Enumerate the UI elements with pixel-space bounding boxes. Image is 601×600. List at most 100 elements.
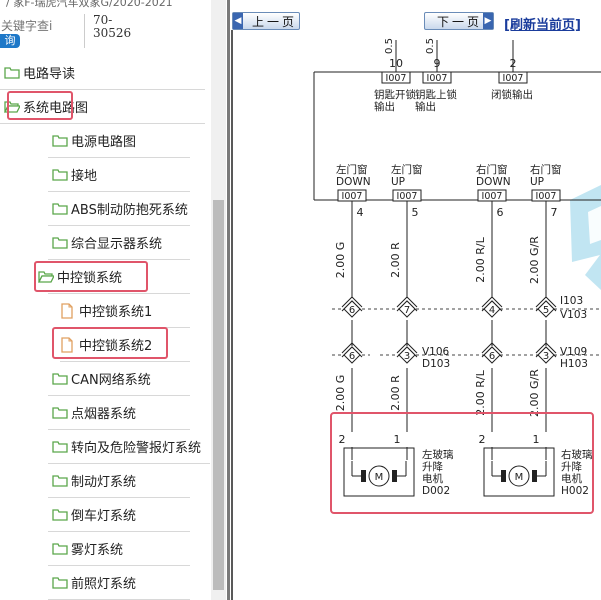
signal-label: 输出 (415, 100, 436, 113)
model-code: 70- 30526 (84, 14, 208, 48)
connector-pin: 3 (404, 351, 410, 362)
connector-diamond (537, 300, 555, 318)
next-page-button[interactable]: 下一页 ▶ (424, 12, 494, 30)
model-code-line1: 70- (93, 13, 113, 27)
folder-icon (52, 439, 68, 453)
connector-code: I103 (560, 295, 583, 307)
tree-separator (48, 565, 190, 566)
arrow-left-icon: ◀ (233, 13, 243, 29)
pane-divider[interactable] (227, 0, 230, 600)
connector-diamond (483, 300, 501, 318)
wire-gauge: 2.00 G/R (528, 369, 541, 417)
motor-label: 左玻璃 (422, 448, 454, 461)
tree-separator (48, 157, 190, 158)
wire-gauge: 2.00 R/L (474, 236, 487, 282)
tree-separator (48, 191, 190, 192)
connector-pin: 6 (349, 305, 355, 316)
tree-item[interactable]: 接地 (52, 160, 97, 188)
connector-chevron (535, 296, 557, 308)
connector-pin: 7 (404, 305, 410, 316)
connector-chevron (341, 296, 363, 308)
connector-label: I007 (397, 191, 418, 202)
pin-number: 7 (551, 206, 558, 219)
wire-gauge: 0.5 (425, 38, 436, 54)
connector-diamond (398, 300, 416, 318)
document-icon (60, 337, 76, 353)
connector-code: D103 (422, 358, 450, 370)
tree-item-label: 雾灯系统 (71, 542, 124, 558)
folder-icon (4, 65, 20, 79)
connector-pin: 6 (489, 351, 495, 362)
connector-box (337, 189, 367, 202)
tree-item-label: 中控锁系统 (57, 270, 123, 286)
motor-label: 电机 (422, 472, 443, 485)
pin-number: 2 (510, 57, 517, 70)
tree-item[interactable]: 中控锁系统1 (60, 296, 152, 324)
motor-pin-number: 2 (479, 433, 486, 446)
connector-box (422, 71, 452, 84)
tree-separator (60, 361, 190, 362)
tree-item[interactable]: 中控锁系统2 (60, 330, 152, 358)
tree-separator (60, 327, 190, 328)
tree-item-label: 电源电路图 (71, 134, 137, 150)
wire-gauge: 2.00 G/R (528, 236, 541, 284)
search-input[interactable] (0, 16, 58, 36)
search-button[interactable]: 询 (0, 34, 20, 48)
tree-scrollbar-thumb[interactable] (213, 200, 224, 590)
connector-label: I007 (482, 191, 503, 202)
connector-chevron (535, 342, 557, 354)
motor-label: 右玻璃 (561, 448, 593, 461)
signal-label: 钥匙上锁 (415, 88, 457, 101)
tree-item[interactable]: 转向及危险警报灯系统 (52, 432, 201, 460)
tree-scrollbar[interactable] (211, 0, 226, 600)
tree-item-label: 中控锁系统1 (79, 304, 153, 320)
tree-separator (0, 123, 205, 124)
folder-icon (52, 507, 68, 521)
tree-item[interactable]: 前照灯系统 (52, 568, 136, 596)
tree-item[interactable]: 电路导读 (4, 58, 75, 86)
prev-page-label: 上一页 (252, 14, 298, 29)
tree-item[interactable]: 综合显示器系统 (52, 228, 162, 256)
motor-symbol: M (515, 472, 524, 483)
tree-item[interactable]: ABS制动防抱死系统 (52, 194, 188, 222)
tree-item[interactable]: 倒车灯系统 (52, 500, 136, 528)
folder-icon (52, 201, 68, 215)
tree-item[interactable]: 中控锁系统 (37, 262, 123, 290)
tree-item-label: 系统电路图 (23, 100, 89, 116)
channel-label: 右门窗 (476, 163, 508, 176)
connector-diamond (343, 300, 361, 318)
motor-housing (483, 447, 555, 497)
tree-item[interactable]: 制动灯系统 (52, 466, 136, 494)
tree-item[interactable]: 电源电路图 (52, 126, 136, 154)
tree-separator (48, 497, 190, 498)
tree-item[interactable]: CAN网络系统 (52, 364, 151, 392)
pin-number: 10 (389, 57, 403, 70)
tree-item[interactable]: 系统电路图 (3, 92, 89, 120)
motor-code: D002 (422, 485, 450, 497)
signal-label: 钥匙开锁 (374, 88, 416, 101)
tree-item-label: CAN网络系统 (71, 372, 151, 388)
motor-label: 升降 (422, 460, 443, 473)
connector-chevron (341, 346, 363, 358)
channel-label: DOWN (336, 176, 371, 188)
watermark (570, 185, 601, 290)
connector-code: V106 (422, 346, 450, 358)
tree-separator (48, 225, 190, 226)
prev-page-button[interactable]: ◀ 上一页 (232, 12, 300, 30)
highlight-motors (330, 412, 594, 514)
connector-chevron (535, 300, 557, 312)
channel-label: DOWN (476, 176, 511, 188)
tree-item[interactable]: 雾灯系统 (52, 534, 123, 562)
folder-icon (52, 405, 68, 419)
tree-separator (48, 395, 190, 396)
channel-label: 右门窗 (530, 163, 562, 176)
motor-icon (368, 465, 390, 487)
tree-item[interactable]: 点烟器系统 (52, 398, 136, 426)
wire-gauge: 2.00 R/L (474, 369, 487, 415)
connector-chevron (481, 342, 503, 354)
refresh-page-link[interactable]: [刷新当前页] (504, 18, 581, 33)
folder-icon (52, 541, 68, 555)
motor-brush (501, 470, 506, 482)
